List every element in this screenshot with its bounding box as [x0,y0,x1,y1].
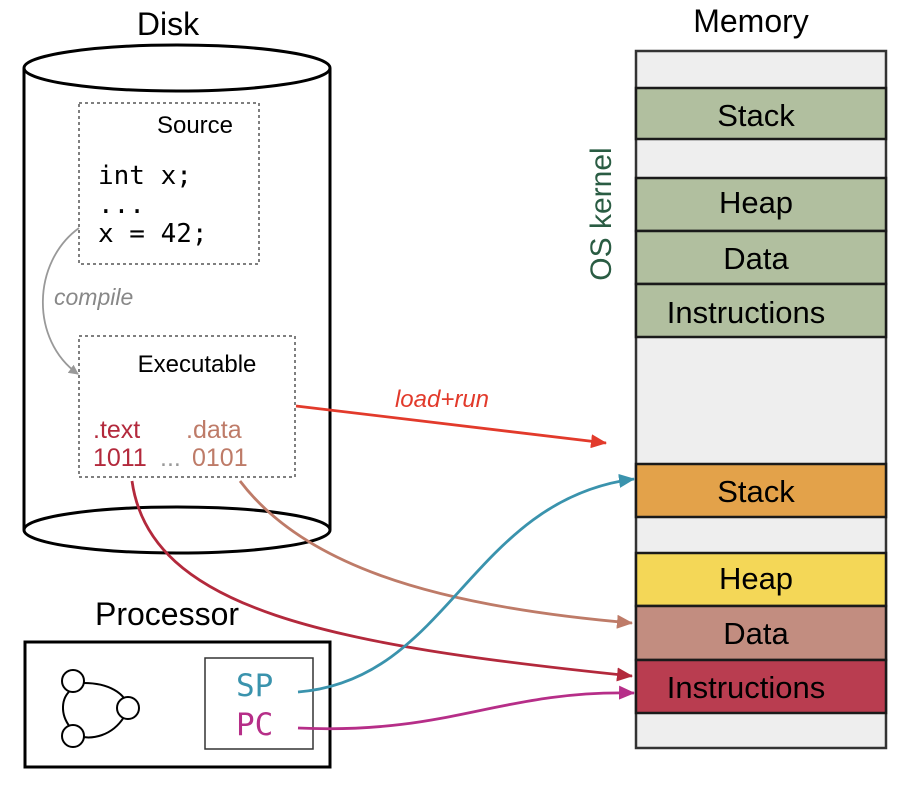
text-to-instructions-arrow [130,480,633,682]
text-section-label: .text [93,416,140,444]
memory-title: Memory [693,3,809,39]
source-title: Source [157,112,233,139]
disk-title: Disk [137,6,200,42]
kernel-heap-label: Heap [719,185,793,220]
source-code-line-1: int x; [98,161,192,191]
text-section-bits: 1011 [93,444,147,472]
kernel-stack-segment [634,86,888,141]
source-box [78,102,260,265]
os-kernel-label: OS kernel [585,147,618,280]
sp-register-label: SP [236,668,273,704]
processor-title: Processor [95,596,239,632]
data-section-bits: 0101 [192,444,248,472]
source-code-line-2: ... [98,190,145,220]
compile-label: compile [54,284,133,310]
kernel-instructions-segment [634,282,888,339]
load-run-arrow [295,404,607,449]
register-box [204,657,314,750]
user-heap-segment [634,551,888,608]
kernel-data-label: Data [723,241,789,276]
user-stack-label: Stack [717,474,795,509]
kernel-stack-label: Stack [717,98,795,133]
compile-arrow [41,227,80,375]
user-instructions-segment [634,658,888,715]
user-instructions-label: Instructions [667,670,826,705]
user-stack-segment [634,462,888,519]
pc-to-instructions-arrow [297,685,635,731]
load-run-label: load+run [395,386,489,413]
user-data-segment [634,604,888,662]
pc-register-label: PC [236,707,273,743]
data-to-data-arrow [238,480,633,629]
user-data-label: Data [723,616,789,651]
sp-to-stack-arrow [297,473,635,694]
kernel-heap-segment [634,176,888,233]
cycle-icon [61,669,140,748]
executable-title: Executable [138,351,257,378]
kernel-instructions-label: Instructions [667,295,826,330]
user-heap-label: Heap [719,561,793,596]
data-section-label: .data [186,416,242,444]
source-code-line-3: x = 42; [98,219,208,249]
executable-box [78,335,296,478]
section-ellipsis: ... [160,444,181,472]
